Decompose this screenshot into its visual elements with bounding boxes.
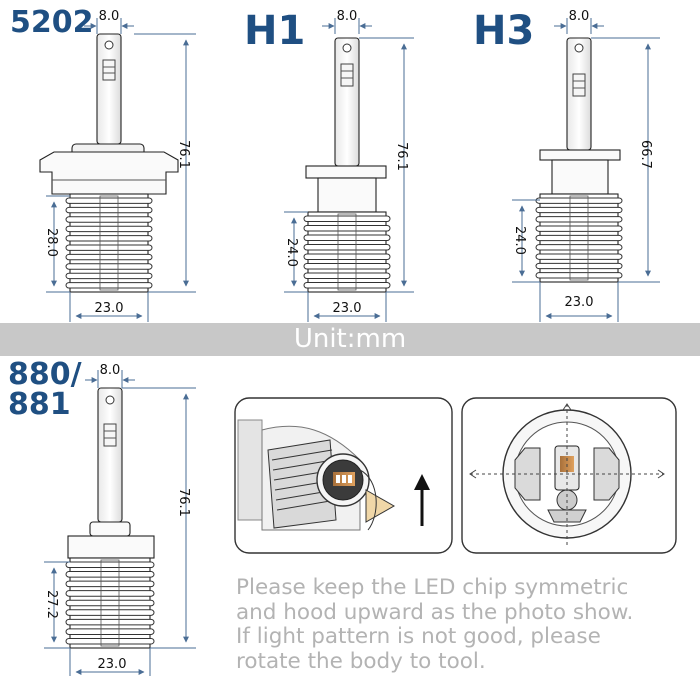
mount-flange-h1 — [305, 165, 387, 179]
heatsink-fin — [303, 282, 391, 289]
total-height-h3: 66.7 — [638, 140, 653, 169]
led-chip-h1 — [340, 63, 354, 87]
led-column-5202 — [96, 33, 122, 145]
instruction-line-2: and hood upward as the photo show. — [236, 599, 634, 625]
heatsink-fin — [65, 571, 155, 578]
heatsink-fin — [535, 206, 623, 214]
heatsink-fin — [535, 244, 623, 251]
heatsink-fin — [65, 272, 153, 280]
model-label-h3: H3 — [473, 8, 534, 54]
heatsink-fin — [65, 253, 153, 261]
instruction-line-4: rotate the body to tool. — [236, 648, 486, 674]
heatsink-height-h1: 24.0 — [284, 238, 299, 267]
heatsink-fins-illustration — [267, 439, 337, 529]
heatsink-fin — [535, 262, 623, 270]
heatsink-core — [99, 195, 119, 291]
total-height-h1: 76.1 — [394, 142, 409, 171]
heatsink-fin — [65, 599, 155, 607]
led-column-h1 — [334, 37, 360, 167]
instruction-line-1: Please keep the LED chip symmetric — [236, 575, 629, 600]
model-label-5202: 5202 — [10, 5, 94, 40]
chip-width-h3: 8.0 — [569, 9, 590, 24]
mount-flange-880 — [67, 535, 155, 559]
heatsink-fin — [65, 637, 155, 645]
led-chip-h3 — [572, 73, 586, 97]
installation-illustration-side — [234, 397, 453, 554]
heatsink-fin — [65, 609, 155, 616]
total-height-880: 76.1 — [176, 488, 191, 517]
model-label-h1: H1 — [244, 8, 305, 54]
heatsink-fin — [303, 244, 391, 251]
heatsink-core — [337, 213, 357, 291]
heatsink-fin — [65, 282, 153, 289]
heatsink-width-880: 23.0 — [98, 657, 127, 672]
heatsink-fin — [65, 580, 155, 588]
heatsink-fin — [65, 235, 153, 242]
bulb-5202: 5202 8.0 76.1 28.0 23.0 — [10, 5, 196, 322]
heatsink-width-5202: 23.0 — [95, 301, 124, 316]
mount-flange-h3 — [539, 149, 621, 161]
heatsink-height-880: 27.2 — [44, 590, 59, 619]
heatsink-core — [100, 559, 120, 647]
heatsink-fin — [303, 215, 391, 222]
heatsink-fin — [65, 561, 155, 569]
heatsink-fin — [535, 234, 623, 242]
heatsink-fin — [65, 244, 153, 251]
heatsink-fin — [65, 216, 153, 223]
heatsink-fin — [65, 618, 155, 626]
bulb-h3: H3 8.0 66.7 24.0 23.0 — [473, 8, 660, 322]
installation-illustration-front — [461, 397, 677, 554]
bulb-880-881: 880/ 881 8.0 76.1 27.2 23.0 — [8, 357, 196, 676]
led-column-880 — [97, 387, 123, 523]
bulb-h1: H1 8.0 76.1 24.0 23.0 — [244, 8, 414, 322]
heatsink-fin — [535, 216, 623, 223]
installation-instructions: Please keep the LED chip symmetric and h… — [236, 575, 696, 674]
heatsink-fin — [65, 197, 153, 204]
heatsink-fin — [535, 253, 623, 260]
heatsink-fin — [303, 234, 391, 241]
heatsink-fin — [65, 628, 155, 635]
chip-width-h1: 8.0 — [337, 9, 358, 24]
heatsink-core — [569, 195, 589, 281]
led-chip-880 — [103, 423, 117, 447]
mount-flange-5202 — [39, 151, 179, 195]
heatsink-fin — [65, 590, 155, 597]
heatsink-fin — [535, 225, 623, 232]
up-arrow-icon — [414, 474, 430, 526]
total-height-5202: 76.1 — [176, 140, 191, 169]
chip-width-880: 8.0 — [100, 363, 121, 378]
chip-width-5202: 8.0 — [99, 9, 120, 24]
heatsink-fin — [65, 225, 153, 233]
heatsink-h1 — [307, 211, 387, 293]
heatsink-height-h3: 24.0 — [512, 226, 527, 255]
heatsink-fin — [303, 225, 391, 232]
heatsink-fin — [303, 263, 391, 270]
heatsink-width-h1: 23.0 — [333, 301, 362, 316]
heatsink-fin — [65, 206, 153, 214]
led-chip-5202 — [102, 59, 116, 81]
heatsink-fin — [303, 253, 391, 260]
heatsink-fin — [65, 263, 153, 270]
heatsink-width-h3: 23.0 — [565, 295, 594, 310]
unit-banner — [0, 323, 700, 356]
model-label-881: 881 — [8, 387, 71, 422]
heatsink-height-5202: 28.0 — [44, 228, 59, 257]
heatsink-fin — [535, 272, 623, 279]
model-label-880: 880/ — [8, 357, 82, 392]
heatsink-fin — [303, 272, 391, 279]
unit-label: Unit:mm — [293, 324, 407, 354]
instruction-line-3: If light pattern is not good, please — [236, 624, 601, 649]
heatsink-fin — [535, 197, 623, 204]
